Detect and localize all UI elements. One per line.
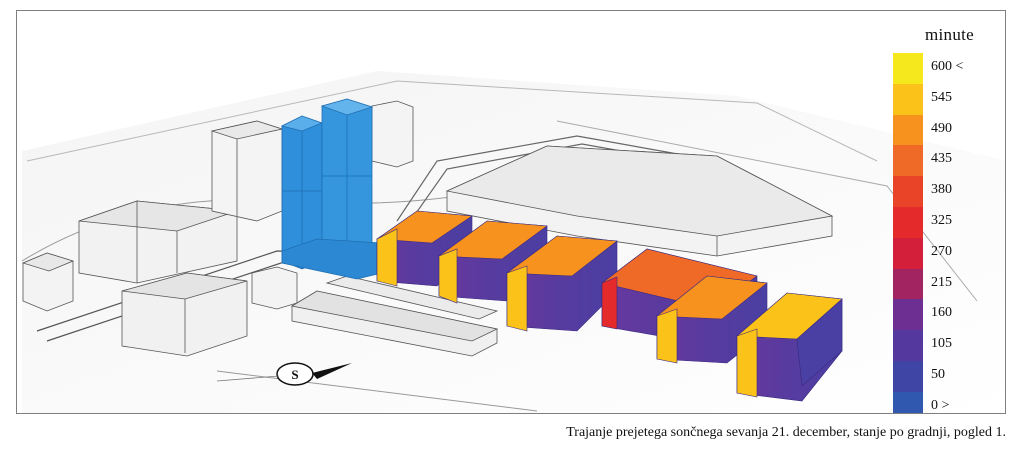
legend-swatch: [893, 237, 923, 269]
compass-letter: S: [291, 367, 298, 382]
legend-label: 600 <: [931, 59, 964, 74]
legend-label: 105: [931, 336, 952, 352]
legend-label: 435: [931, 151, 952, 167]
legend-label: 545: [931, 89, 952, 105]
long-white-building: [290, 275, 499, 357]
legend-label: 325: [931, 213, 952, 228]
legend-swatch: [893, 299, 923, 331]
compass-icon: [216, 362, 352, 386]
existing-buildings-left: [21, 100, 414, 357]
legend-label: 160: [931, 305, 952, 321]
legend-label: 50: [931, 367, 945, 382]
legend-label: 270: [931, 243, 952, 259]
legend-swatch: [893, 330, 923, 362]
analyzed-blocks: [376, 210, 843, 402]
figure-caption: Trajanje prejetega sončnega sevanja 21. …: [566, 425, 1006, 440]
legend-label: 0 >: [931, 397, 950, 413]
blue-towers: [280, 98, 383, 280]
figure-frame: S minute 600 < 545 490 435 380 325 270 215 160 10…: [16, 10, 1006, 414]
legend-swatch: [893, 53, 923, 84]
legend-label: 215: [931, 274, 952, 290]
legend-swatch: [893, 145, 923, 177]
legend-swatch: [893, 176, 923, 208]
legend-swatch: [893, 391, 923, 413]
legend-swatch: [893, 83, 923, 115]
site-model-scene: S: [21, 71, 1005, 413]
legend-swatch: [893, 114, 923, 146]
color-legend: minute 600 < 545 490 435 380 325 270 215 160 105 5…: [879, 21, 999, 413]
legend-swatch: [893, 268, 923, 300]
legend-label: 490: [931, 120, 952, 136]
legend-label: 380: [931, 182, 952, 198]
legend-title: minute: [925, 25, 975, 44]
legend-swatch: [893, 361, 923, 392]
legend-swatch: [893, 207, 923, 238]
